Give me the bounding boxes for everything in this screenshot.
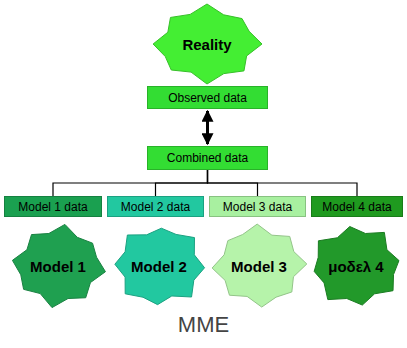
box-label: Model 1 data — [18, 200, 87, 214]
model-label: Reality — [182, 36, 231, 53]
model-blob: μοδελ 4 — [309, 224, 403, 308]
tree-line — [156, 170, 208, 196]
data-box: Model 2 data — [107, 196, 204, 217]
data-box: Model 4 data — [311, 196, 403, 217]
data-box: Model 1 data — [4, 196, 102, 217]
double-arrow — [206, 111, 209, 144]
tree-line — [53, 170, 208, 196]
box-label: Model 4 data — [322, 200, 391, 214]
blob-outline — [153, 4, 262, 84]
blob-outline — [12, 224, 105, 307]
model-blob: Model 1 — [11, 224, 106, 308]
blob-outline — [314, 227, 399, 306]
model-blob: Model 2 — [112, 224, 207, 308]
box-label: Model 3 data — [223, 200, 292, 214]
tree-line — [208, 170, 358, 196]
blob-outline — [114, 228, 204, 304]
data-box: Observed data — [147, 86, 268, 109]
model-blob: Reality — [152, 4, 262, 84]
model-label: Model 3 — [231, 258, 287, 275]
blob-outline — [212, 224, 307, 307]
box-label: Model 2 data — [121, 200, 190, 214]
model-label: μοδελ 4 — [328, 258, 383, 275]
model-blob: Model 3 — [212, 224, 307, 308]
data-box: Model 3 data — [209, 196, 306, 217]
data-box: Combined data — [147, 146, 268, 170]
caption: MME — [0, 312, 407, 338]
model-label: Model 2 — [131, 258, 187, 275]
model-label: Model 1 — [30, 258, 86, 275]
box-label: Combined data — [167, 151, 248, 165]
box-label: Observed data — [168, 91, 247, 105]
